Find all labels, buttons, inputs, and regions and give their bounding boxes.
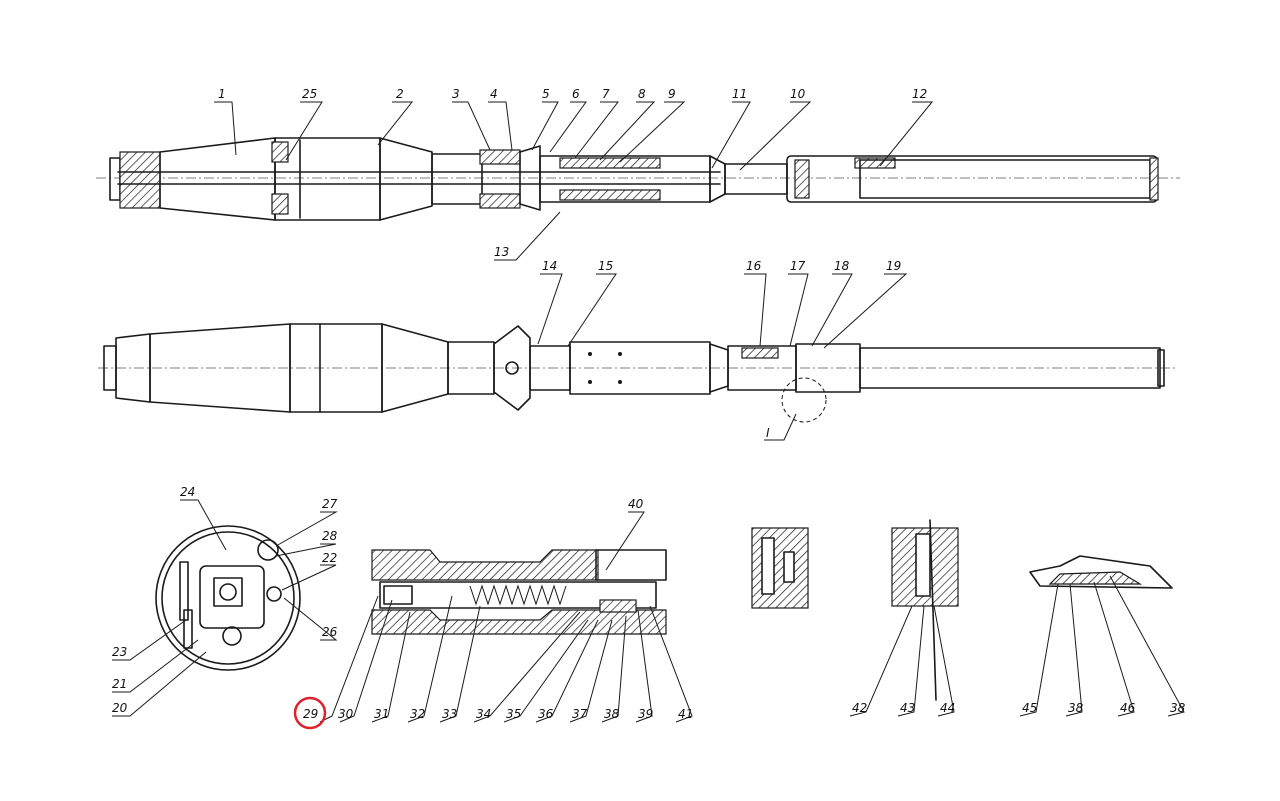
callout-label: 26 bbox=[322, 625, 338, 639]
callout-label: I bbox=[766, 426, 770, 440]
callout-label: 32 bbox=[410, 707, 425, 721]
callout-label: 42 bbox=[852, 701, 867, 715]
callout-label: 38 bbox=[1068, 701, 1084, 715]
callout-label: 38 bbox=[1170, 701, 1186, 715]
mechanism-section bbox=[371, 549, 667, 635]
callout-label: 37 bbox=[572, 707, 588, 721]
callout-label: 40 bbox=[628, 497, 644, 511]
callout-label: 10 bbox=[790, 87, 806, 101]
callout-label: 34 bbox=[476, 707, 491, 721]
callout-label: 25 bbox=[302, 87, 317, 101]
callout-label: 28 bbox=[322, 529, 338, 543]
callout-label: 33 bbox=[442, 707, 457, 721]
callout-label: 7 bbox=[602, 87, 610, 101]
callout-label: 2 bbox=[396, 87, 404, 101]
callout-label: 17 bbox=[790, 259, 806, 273]
callout-label: 12 bbox=[912, 87, 927, 101]
callout-label: 19 bbox=[886, 259, 901, 273]
callout-label: 4 bbox=[490, 87, 498, 101]
callout-label: 5 bbox=[542, 87, 550, 101]
callout-label: 39 bbox=[638, 707, 653, 721]
callout-label: 18 bbox=[834, 259, 850, 273]
callout-label: 30 bbox=[338, 707, 354, 721]
callout-label: 23 bbox=[112, 645, 127, 659]
callout-label: 38 bbox=[604, 707, 620, 721]
section-detail-c bbox=[1029, 555, 1173, 589]
callout-label: 45 bbox=[1022, 701, 1037, 715]
sectional-view bbox=[96, 137, 1180, 221]
section-detail-a bbox=[751, 527, 809, 609]
callout-label: 43 bbox=[900, 701, 915, 715]
callout-label: 16 bbox=[746, 259, 762, 273]
callout-label: 35 bbox=[506, 707, 521, 721]
callout-label: 11 bbox=[732, 87, 747, 101]
callout-label: 24 bbox=[180, 485, 195, 499]
callout-label: 41 bbox=[678, 707, 693, 721]
callout-labels: 1 25 2 3 4 5 6 7 8 9 11 10 12 13 14 15 1… bbox=[112, 87, 1186, 721]
callout-label: 21 bbox=[112, 677, 127, 691]
callout-label: 31 bbox=[374, 707, 389, 721]
callout-label: 36 bbox=[538, 707, 554, 721]
callout-label: 14 bbox=[542, 259, 557, 273]
leader-lines bbox=[112, 101, 1185, 723]
callout-label: 46 bbox=[1120, 701, 1136, 715]
callout-label: 9 bbox=[668, 87, 676, 101]
callout-label: 15 bbox=[598, 259, 613, 273]
callout-label: 29 bbox=[303, 707, 318, 721]
callout-label: 1 bbox=[218, 87, 226, 101]
callout-label: 44 bbox=[940, 701, 955, 715]
exterior-view bbox=[98, 323, 1178, 423]
callout-label: 6 bbox=[572, 87, 580, 101]
callout-label: 13 bbox=[494, 245, 509, 259]
highlight-circle bbox=[293, 696, 327, 730]
callout-label: 27 bbox=[322, 497, 338, 511]
callout-label: 8 bbox=[638, 87, 646, 101]
callout-label: 20 bbox=[112, 701, 128, 715]
callout-label: 3 bbox=[452, 87, 460, 101]
section-detail-b bbox=[891, 519, 959, 701]
callout-label: 22 bbox=[322, 551, 337, 565]
end-view-detail bbox=[155, 525, 301, 671]
